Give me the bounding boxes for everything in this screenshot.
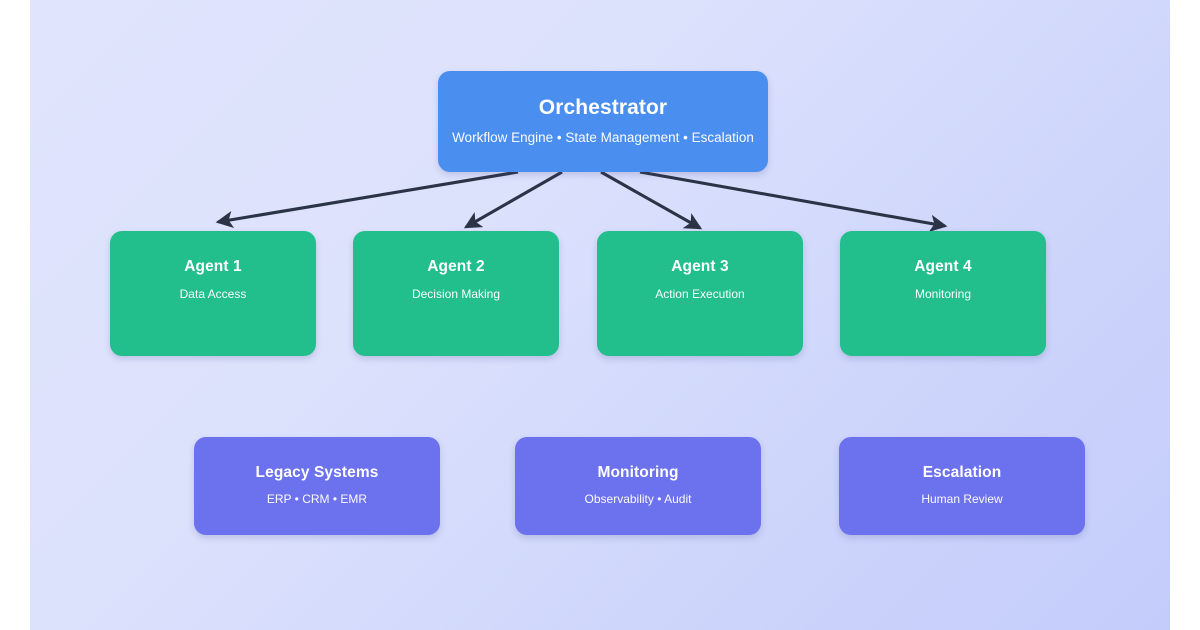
node-agent-4[interactable]: Agent 4 Monitoring xyxy=(840,231,1046,356)
node-agent-1-subtitle: Data Access xyxy=(179,287,247,302)
node-legacy-systems[interactable]: Legacy Systems ERP • CRM • EMR xyxy=(194,437,440,535)
node-agent-3[interactable]: Agent 3 Action Execution xyxy=(597,231,803,356)
node-agent-2-subtitle: Decision Making xyxy=(411,287,501,302)
node-escalation-subtitle: Human Review xyxy=(921,492,1003,507)
node-agent-3-title: Agent 3 xyxy=(671,258,729,275)
node-escalation-title: Escalation xyxy=(922,464,1002,481)
node-agent-1-title: Agent 1 xyxy=(184,258,242,275)
node-legacy-systems-subtitle: ERP • CRM • EMR xyxy=(266,492,368,507)
node-agent-1[interactable]: Agent 1 Data Access xyxy=(110,231,316,356)
node-escalation[interactable]: Escalation Human Review xyxy=(839,437,1085,535)
node-orchestrator-title: Orchestrator xyxy=(538,96,668,120)
connector-orchestrator-to-agent-2 xyxy=(463,170,563,229)
node-orchestrator-subtitle: Workflow Engine • State Management • Esc… xyxy=(452,130,754,146)
diagram-stage: Orchestrator Workflow Engine • State Man… xyxy=(30,0,1170,630)
connector-orchestrator-to-agent-1 xyxy=(215,170,519,229)
node-orchestrator[interactable]: Orchestrator Workflow Engine • State Man… xyxy=(438,71,768,172)
node-agent-2[interactable]: Agent 2 Decision Making xyxy=(353,231,559,356)
node-monitoring-subtitle: Observability • Audit xyxy=(584,492,692,507)
node-monitoring[interactable]: Monitoring Observability • Audit xyxy=(515,437,761,535)
node-agent-3-subtitle: Action Execution xyxy=(655,287,745,302)
node-agent-4-title: Agent 4 xyxy=(914,258,972,275)
node-monitoring-title: Monitoring xyxy=(597,464,679,481)
node-legacy-systems-title: Legacy Systems xyxy=(255,464,379,481)
node-agent-4-subtitle: Monitoring xyxy=(914,287,972,302)
connector-orchestrator-to-agent-4 xyxy=(639,170,948,232)
connector-orchestrator-to-agent-3 xyxy=(600,170,703,230)
node-agent-2-title: Agent 2 xyxy=(427,258,485,275)
